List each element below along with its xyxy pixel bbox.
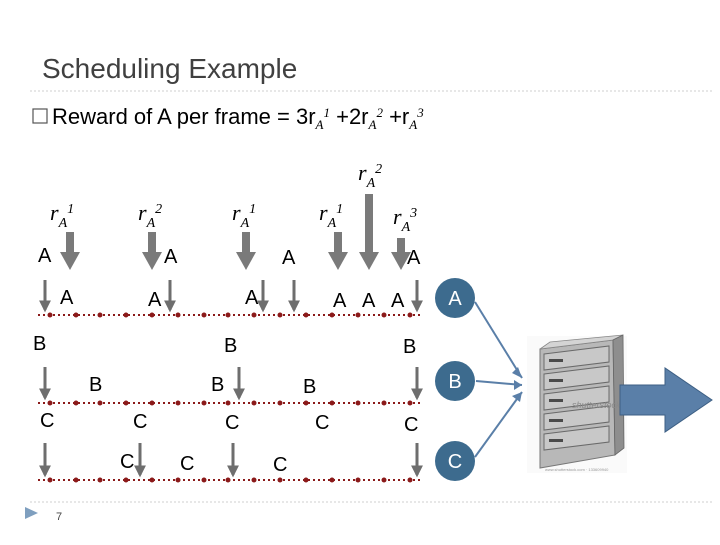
reward-label-2: rA2: [138, 200, 162, 231]
svg-text:rA1: rA1: [50, 200, 74, 231]
a-label-9: A: [362, 290, 376, 312]
timeline-a: [38, 312, 420, 318]
svg-text:rA1: rA1: [319, 200, 343, 231]
a-label-3: A: [282, 247, 296, 269]
a-label-5: A: [60, 287, 74, 309]
timeline-c-arrows: [39, 443, 423, 478]
page-marker-icon: [25, 507, 38, 519]
b-label-4: B: [89, 374, 102, 396]
reward-arrow-top: [359, 194, 379, 270]
reward-arrow-1: [60, 232, 80, 270]
b-label-2: B: [224, 335, 237, 357]
b-label-5: B: [211, 374, 224, 396]
checkbox-bullet-icon: [32, 108, 48, 124]
b-label-6: B: [303, 376, 316, 398]
server-rack-icon: shutterstock www.shutterstock.com · 1336…: [527, 334, 627, 473]
reward-label-top: rA2: [358, 160, 382, 191]
c-label-8: C: [273, 454, 287, 476]
c-label-4: C: [315, 412, 329, 434]
timeline-b-arrows: [39, 367, 423, 401]
svg-text:rA2: rA2: [358, 160, 382, 191]
a-label-2: A: [164, 246, 178, 268]
svg-text:A: A: [448, 288, 462, 310]
page-number: 7: [56, 511, 62, 523]
reward-arrow-5: [391, 238, 411, 270]
circle-to-server-arrows: [474, 301, 523, 458]
reward-label-1: rA1: [50, 200, 74, 231]
svg-text:rA3: rA3: [393, 204, 417, 235]
c-label-3: C: [225, 412, 239, 434]
reward-label-3: rA1: [232, 200, 256, 231]
b-label-3: B: [403, 336, 416, 358]
bullet-text: Reward of A per frame = 3rA1 +2rA2 +rA3: [52, 104, 424, 132]
a-label-8: A: [333, 290, 347, 312]
a-label-6: A: [148, 289, 162, 311]
reward-arrow-3: [236, 232, 256, 270]
svg-text:www.shutterstock.com · 1336099: www.shutterstock.com · 133609940: [545, 467, 609, 472]
svg-text:rA2: rA2: [138, 200, 162, 231]
timeline-a-arrows: [39, 280, 423, 313]
timeline-c: [38, 477, 420, 483]
a-result-circle: A: [435, 278, 475, 318]
output-arrow: [619, 367, 713, 433]
c-label-5: C: [404, 414, 418, 436]
c-label-2: C: [133, 411, 147, 433]
c-result-circle: C: [435, 441, 475, 481]
svg-text:B: B: [448, 371, 461, 393]
a-label-4: A: [407, 247, 421, 269]
c-label-7: C: [180, 453, 194, 475]
svg-text:C: C: [448, 451, 462, 473]
b-result-circle: B: [435, 361, 475, 401]
a-label-1: A: [38, 245, 52, 267]
b-label-1: B: [33, 333, 46, 355]
a-label-10: A: [391, 290, 405, 312]
slide-title: Scheduling Example: [42, 53, 297, 84]
reward-label-5: rA3: [393, 204, 417, 235]
reward-arrow-2: [142, 232, 162, 270]
a-label-7: A: [245, 287, 259, 309]
timeline-b: [38, 400, 420, 406]
reward-label-4: rA1: [319, 200, 343, 231]
reward-arrow-4: [328, 232, 348, 270]
c-label-6: C: [120, 451, 134, 473]
svg-text:rA1: rA1: [232, 200, 256, 231]
c-label-1: C: [40, 410, 54, 432]
svg-text:shutterstock: shutterstock: [572, 400, 621, 410]
